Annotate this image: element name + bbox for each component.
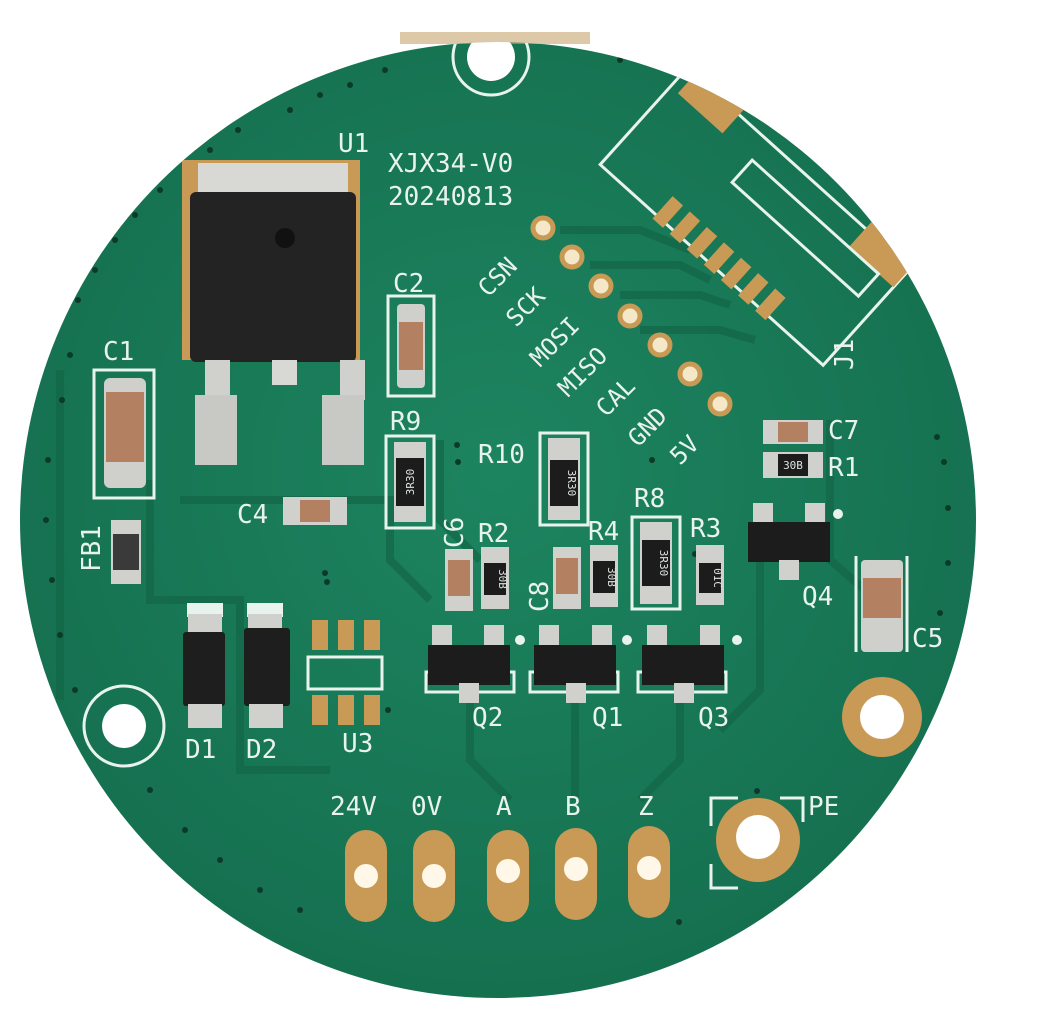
transistor-q1	[528, 625, 620, 703]
svg-text:30B: 30B	[496, 569, 509, 589]
capacitor-c7	[763, 420, 823, 444]
svg-text:C1: C1	[103, 337, 134, 367]
svg-text:24V: 24V	[330, 792, 377, 822]
svg-text:R1: R1	[828, 453, 859, 483]
terminal-pads	[345, 826, 670, 922]
capacitor-c6	[445, 549, 473, 611]
resistor-r8: 3R30	[630, 515, 682, 611]
mounting-hole-top	[451, 42, 531, 97]
ferrite-bead-fb1	[111, 520, 141, 584]
resistor-r4: 30B	[590, 545, 618, 607]
transistor-q2	[424, 625, 516, 703]
svg-text:U1: U1	[338, 129, 369, 159]
svg-text:R2: R2	[478, 519, 509, 549]
transistor-q3	[636, 625, 728, 703]
u3-footprint	[306, 620, 384, 725]
svg-text:B: B	[565, 792, 581, 822]
svg-text:C7: C7	[828, 416, 859, 446]
svg-text:FB1: FB1	[77, 525, 107, 572]
diode-d1	[183, 603, 225, 728]
svg-text:Q1: Q1	[592, 703, 623, 733]
pe-terminal	[709, 796, 805, 890]
svg-text:R4: R4	[588, 517, 619, 547]
resistor-r9: 3R30	[384, 434, 436, 530]
svg-text:Q2: Q2	[472, 703, 503, 733]
mounting-hole-left	[82, 684, 166, 768]
silkscreen-labels: XJX34-V0 20240813 U1 C2 C1 R9 R10 C4 FB1…	[77, 129, 943, 765]
svg-text:30B: 30B	[605, 567, 618, 587]
resistor-r3: 01C	[696, 545, 724, 605]
svg-text:30B: 30B	[783, 459, 803, 472]
svg-text:Z: Z	[638, 792, 654, 822]
capacitor-c1	[92, 368, 156, 500]
svg-text:C5: C5	[912, 624, 943, 654]
svg-text:3R30: 3R30	[404, 469, 417, 496]
resistor-r2: 30B	[481, 547, 509, 609]
svg-text:R3: R3	[690, 514, 721, 544]
u1-regulator	[182, 160, 365, 465]
svg-text:C4: C4	[237, 500, 268, 530]
svg-text:01C: 01C	[711, 568, 724, 588]
svg-text:3R30: 3R30	[657, 550, 670, 577]
svg-text:D1: D1	[185, 735, 216, 765]
pin1-dots	[515, 509, 843, 645]
svg-text:U3: U3	[342, 729, 373, 759]
transistor-q4	[748, 503, 830, 580]
capacitor-c2	[386, 294, 436, 398]
resistor-r1: 30B	[763, 452, 823, 478]
svg-text:3R30: 3R30	[565, 470, 578, 497]
capacitor-c8	[553, 547, 581, 609]
svg-text:R8: R8	[634, 484, 665, 514]
svg-text:PE: PE	[808, 792, 839, 822]
svg-text:J1: J1	[830, 339, 860, 370]
mounting-hole-right	[842, 677, 922, 757]
svg-text:Q4: Q4	[802, 582, 833, 612]
svg-text:C8: C8	[525, 581, 555, 612]
svg-text:A: A	[496, 792, 512, 822]
svg-text:R10: R10	[478, 440, 525, 470]
svg-text:0V: 0V	[411, 792, 442, 822]
capacitor-c4	[283, 497, 347, 525]
terminal-labels: 24V 0V A B Z PE	[330, 792, 839, 822]
board-date-label: 20240813	[388, 182, 513, 212]
board-name-label: XJX34-V0	[388, 149, 513, 179]
svg-text:D2: D2	[246, 735, 277, 765]
svg-text:C6: C6	[440, 517, 470, 548]
svg-text:R9: R9	[390, 407, 421, 437]
resistor-r10: 3R30	[538, 431, 590, 527]
svg-text:C2: C2	[393, 269, 424, 299]
perimeter-vias	[43, 57, 951, 925]
svg-text:Q3: Q3	[698, 703, 729, 733]
programming-header-pads	[530, 215, 733, 417]
diode-d2	[244, 603, 290, 728]
capacitor-c5	[854, 556, 909, 652]
